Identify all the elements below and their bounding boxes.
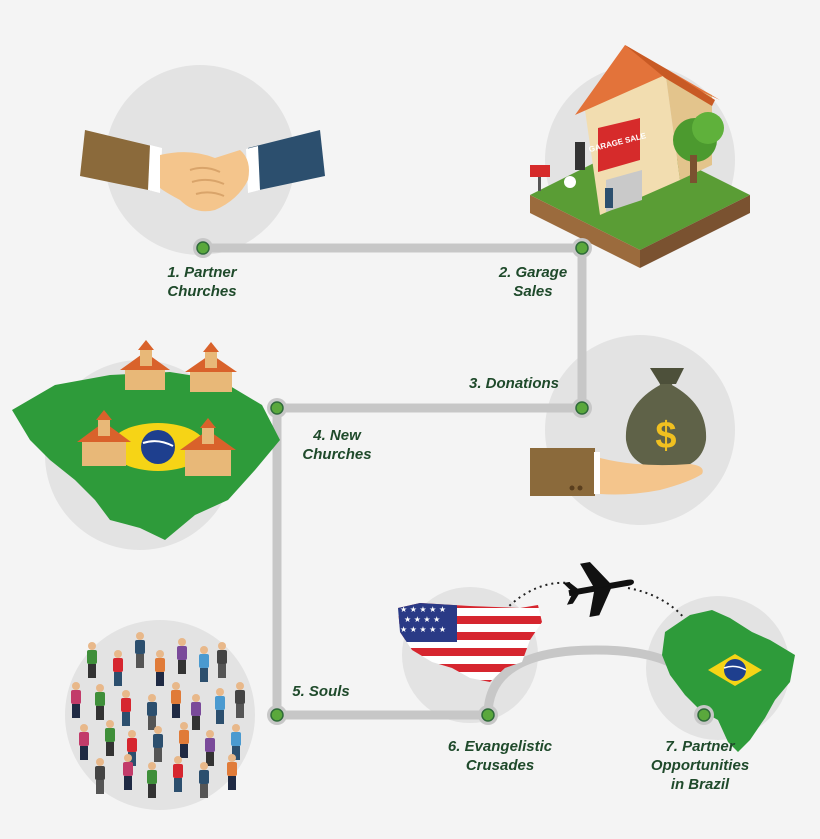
node-partner-opportunities xyxy=(694,705,714,725)
handshake-icon xyxy=(80,130,325,212)
person-figure xyxy=(121,690,131,726)
person-figure xyxy=(95,684,105,720)
dollar-sign: $ xyxy=(655,415,676,457)
crowd-icon xyxy=(71,632,245,798)
person-figure xyxy=(191,694,201,730)
person-figure xyxy=(177,638,187,674)
person-figure xyxy=(179,722,189,758)
node-souls xyxy=(267,705,287,725)
person-figure xyxy=(171,682,181,718)
airplane-icon xyxy=(563,562,635,617)
flight-path xyxy=(504,562,687,621)
person-figure xyxy=(215,688,225,724)
money-bag-hand-icon: $ xyxy=(530,368,707,496)
brazil-churches-icon xyxy=(12,340,280,540)
garage-sale-house-icon: GARAGE SALE xyxy=(530,45,750,268)
person-figure xyxy=(153,726,163,762)
person-figure xyxy=(199,646,209,682)
node-donations xyxy=(572,398,592,418)
person-figure xyxy=(123,754,133,790)
person-figure xyxy=(205,730,215,766)
svg-text:★ ★ ★ ★ ★: ★ ★ ★ ★ ★ xyxy=(400,605,446,614)
person-figure xyxy=(155,650,165,686)
person-figure xyxy=(79,724,89,760)
person-figure xyxy=(135,632,145,668)
node-partner-churches xyxy=(193,238,213,258)
church-house xyxy=(180,418,236,476)
person-figure xyxy=(95,758,105,794)
church-house xyxy=(120,340,170,390)
svg-text:★ ★ ★ ★ ★: ★ ★ ★ ★ ★ xyxy=(400,625,446,634)
person-figure xyxy=(127,730,137,766)
path-nodes xyxy=(193,238,714,725)
person-figure xyxy=(227,754,237,790)
church-house xyxy=(185,342,237,392)
svg-text:★ ★ ★ ★: ★ ★ ★ ★ xyxy=(404,615,440,624)
label-donations: 3. Donations xyxy=(468,375,559,392)
node-evangelistic-crusades xyxy=(478,705,498,725)
person-figure xyxy=(173,756,183,792)
person-figure xyxy=(235,682,245,718)
church-house xyxy=(77,410,131,466)
person-figure xyxy=(217,642,227,678)
person-figure xyxy=(199,762,209,798)
person-figure xyxy=(231,724,241,760)
person-figure xyxy=(87,642,97,678)
node-garage-sales xyxy=(572,238,592,258)
node-new-churches xyxy=(267,398,287,418)
path-1-2-3-4 xyxy=(198,243,587,413)
person-figure xyxy=(147,762,157,798)
brazil-map-icon xyxy=(662,610,795,752)
person-figure xyxy=(147,694,157,730)
person-figure xyxy=(113,650,123,686)
label-souls: 5. Souls xyxy=(292,683,350,700)
person-figure xyxy=(71,682,81,718)
flight-path-left xyxy=(504,581,571,611)
flight-path-right xyxy=(627,587,687,621)
person-figure xyxy=(105,720,115,756)
